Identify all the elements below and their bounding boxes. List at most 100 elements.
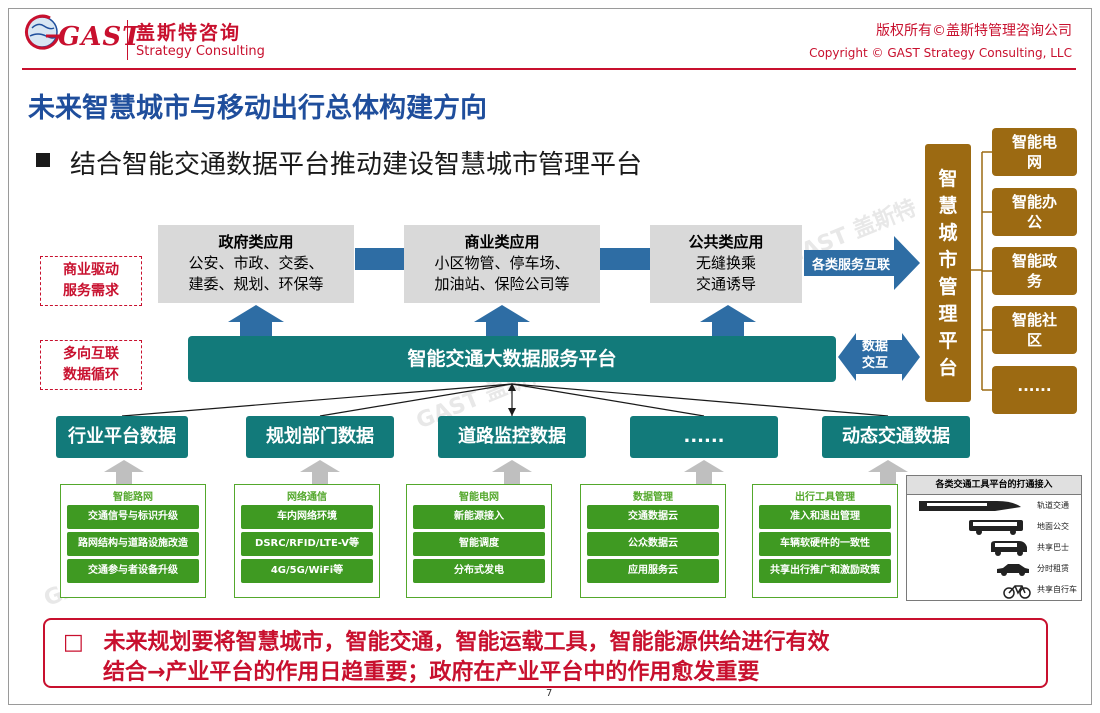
group-item: 交通信号与标识升级	[67, 505, 199, 529]
connector-bar	[600, 248, 650, 270]
header-divider	[22, 68, 1076, 70]
app-line: 加油站、保险公司等	[434, 275, 570, 293]
platform-char: 理	[938, 303, 958, 325]
data-management-group: 数据管理 交通数据云 公众数据云 应用服务云	[580, 484, 726, 598]
group-title: 智能路网	[113, 492, 153, 503]
group-item: 车辆软硬件的一致性	[759, 532, 891, 556]
conclusion-line-2: 结合→产业平台的作用日趋重要；政府在产业平台中的作用愈发重要	[103, 660, 760, 685]
platform-char: 城	[938, 222, 958, 244]
data-source: 道路监控数据	[438, 416, 586, 458]
vehicle-row: 共享巴士	[907, 537, 1081, 558]
app-title: 政府类应用	[218, 233, 294, 251]
group-item: 智能调度	[413, 532, 545, 556]
panel-title: 各类交通工具平台的打通接入	[907, 476, 1081, 495]
box-line: 区	[1026, 331, 1042, 349]
city-management-platform: 智慧城市管理平台	[925, 144, 971, 402]
conclusion-box: □ 未来规划要将智慧城市，智能交通，智能运载工具，智能能源供给进行有效 结合→产…	[43, 618, 1048, 688]
group-item: 路网结构与道路设施改造	[67, 532, 199, 556]
vehicle-row: 共享自行车	[907, 579, 1081, 600]
checkbox-bullet-icon: □	[63, 630, 84, 655]
copyright-cn: 版权所有©盖斯特管理咨询公司	[876, 23, 1072, 39]
services-arrow	[804, 236, 920, 290]
copyright-en: Copyright © GAST Strategy Consulting, LL…	[809, 46, 1072, 60]
platform-char: 慧	[938, 195, 958, 217]
company-name-en: Strategy Consulting	[136, 44, 265, 59]
platform-char: 平	[938, 330, 958, 352]
app-line: 无缝换乘	[695, 254, 756, 272]
group-title: 网络通信	[287, 492, 327, 503]
bullet-square-icon	[36, 153, 50, 167]
smart-grid-group: 智能电网 新能源接入 智能调度 分布式发电	[406, 484, 552, 598]
group-item: 应用服务云	[587, 559, 719, 583]
group-item: 共享出行推广和激励政策	[759, 559, 891, 583]
data-exchange-arrow	[838, 333, 920, 381]
gov-apps-box: 政府类应用 公安、市政、交委、 建委、规划、环保等	[158, 225, 354, 303]
app-line: 交通诱导	[695, 275, 756, 293]
connector-bar	[355, 248, 405, 270]
box-line: ......	[1017, 377, 1052, 395]
data-source: 动态交通数据	[822, 416, 970, 458]
bicycle-icon	[1003, 585, 1031, 599]
app-line: 小区物管、停车场、	[434, 254, 570, 272]
group-item: 准入和退出管理	[759, 505, 891, 529]
commercial-apps-box: 商业类应用 小区物管、停车场、 加油站、保险公司等	[404, 225, 600, 303]
platform-char: 智	[938, 168, 958, 190]
group-item: 新能源接入	[413, 505, 545, 529]
conclusion-text: 未来规划要将智慧城市，智能交通，智能运载工具，智能能源供给进行有效	[103, 630, 830, 655]
platform-char: 台	[938, 357, 958, 379]
app-line: 建委、规划、环保等	[188, 275, 324, 293]
up-arrow	[474, 305, 530, 336]
group-item: 公众数据云	[587, 532, 719, 556]
smart-government-box: 智能政 务	[992, 247, 1077, 295]
label-line: 多向互联 数据循环	[63, 346, 119, 383]
vehicle-label: 共享自行车	[1037, 585, 1077, 594]
group-title: 出行工具管理	[795, 492, 855, 503]
group-title: 智能电网	[459, 492, 499, 503]
box-line: 智能社	[1011, 311, 1057, 329]
data-exchange-label: 数据 交互	[862, 338, 888, 372]
box-line: 智能电	[1011, 133, 1057, 151]
label-line: 数据	[862, 339, 889, 354]
group-title: 数据管理	[633, 492, 673, 503]
box-line: 网	[1026, 153, 1042, 171]
vehicle-platform-panel: 各类交通工具平台的打通接入 轨道交通 地面公交 共享巴士 分时租赁	[906, 475, 1082, 601]
group-item: 4G/5G/WiFi等	[241, 559, 373, 583]
app-title: 商业类应用	[464, 233, 540, 251]
label-line: 交互	[862, 356, 889, 371]
platform-label: 智慧城市管理平台	[925, 144, 971, 382]
data-source: 行业平台数据	[56, 416, 188, 458]
group-item: 交通参与者设备升级	[67, 559, 199, 583]
up-arrow	[228, 305, 284, 336]
vehicle-label: 分时租赁	[1037, 564, 1069, 573]
vehicle-label: 轨道交通	[1037, 501, 1069, 510]
slide-frame	[8, 8, 1092, 705]
platform-char: 管	[938, 276, 958, 298]
group-item: 分布式发电	[413, 559, 545, 583]
page-number: 7	[546, 688, 553, 699]
minibus-icon	[991, 541, 1027, 556]
train-icon	[919, 501, 1021, 511]
group-item: 车内网络环境	[241, 505, 373, 529]
box-line: 公	[1026, 213, 1042, 231]
more-box: ......	[992, 366, 1077, 414]
smart-grid-box: 智能电 网	[992, 128, 1077, 176]
interconnection-label: 多向互联 数据循环	[40, 340, 142, 390]
conclusion-line-1: □ 未来规划要将智慧城市，智能交通，智能运载工具，智能能源供给进行有效	[63, 624, 829, 656]
smart-office-box: 智能办 公	[992, 188, 1077, 236]
public-apps-box: 公共类应用 无缝换乘 交通诱导	[650, 225, 802, 303]
label-line: 商业驱动 服务需求	[63, 262, 119, 299]
box-line: 智能办	[1011, 193, 1057, 211]
smart-road-group: 智能路网 交通信号与标识升级 路网结构与道路设施改造 交通参与者设备升级	[60, 484, 206, 598]
box-line: 智能政	[1011, 252, 1057, 270]
group-item: DSRC/RFID/LTE-V等	[241, 532, 373, 556]
page-subtitle: 结合智能交通数据平台推动建设智慧城市管理平台	[70, 150, 643, 180]
services-label: 各类服务互联	[812, 258, 891, 273]
bus-icon	[969, 520, 1023, 535]
page-title: 未来智慧城市与移动出行总体构建方向	[28, 93, 487, 124]
business-driven-label: 商业驱动 服务需求	[40, 256, 142, 306]
smart-community-box: 智能社 区	[992, 306, 1077, 354]
company-name: 盖斯特咨询	[136, 22, 242, 44]
app-line: 公安、市政、交委、	[188, 254, 324, 272]
network-group: 网络通信 车内网络环境 DSRC/RFID/LTE-V等 4G/5G/WiFi等	[234, 484, 380, 598]
